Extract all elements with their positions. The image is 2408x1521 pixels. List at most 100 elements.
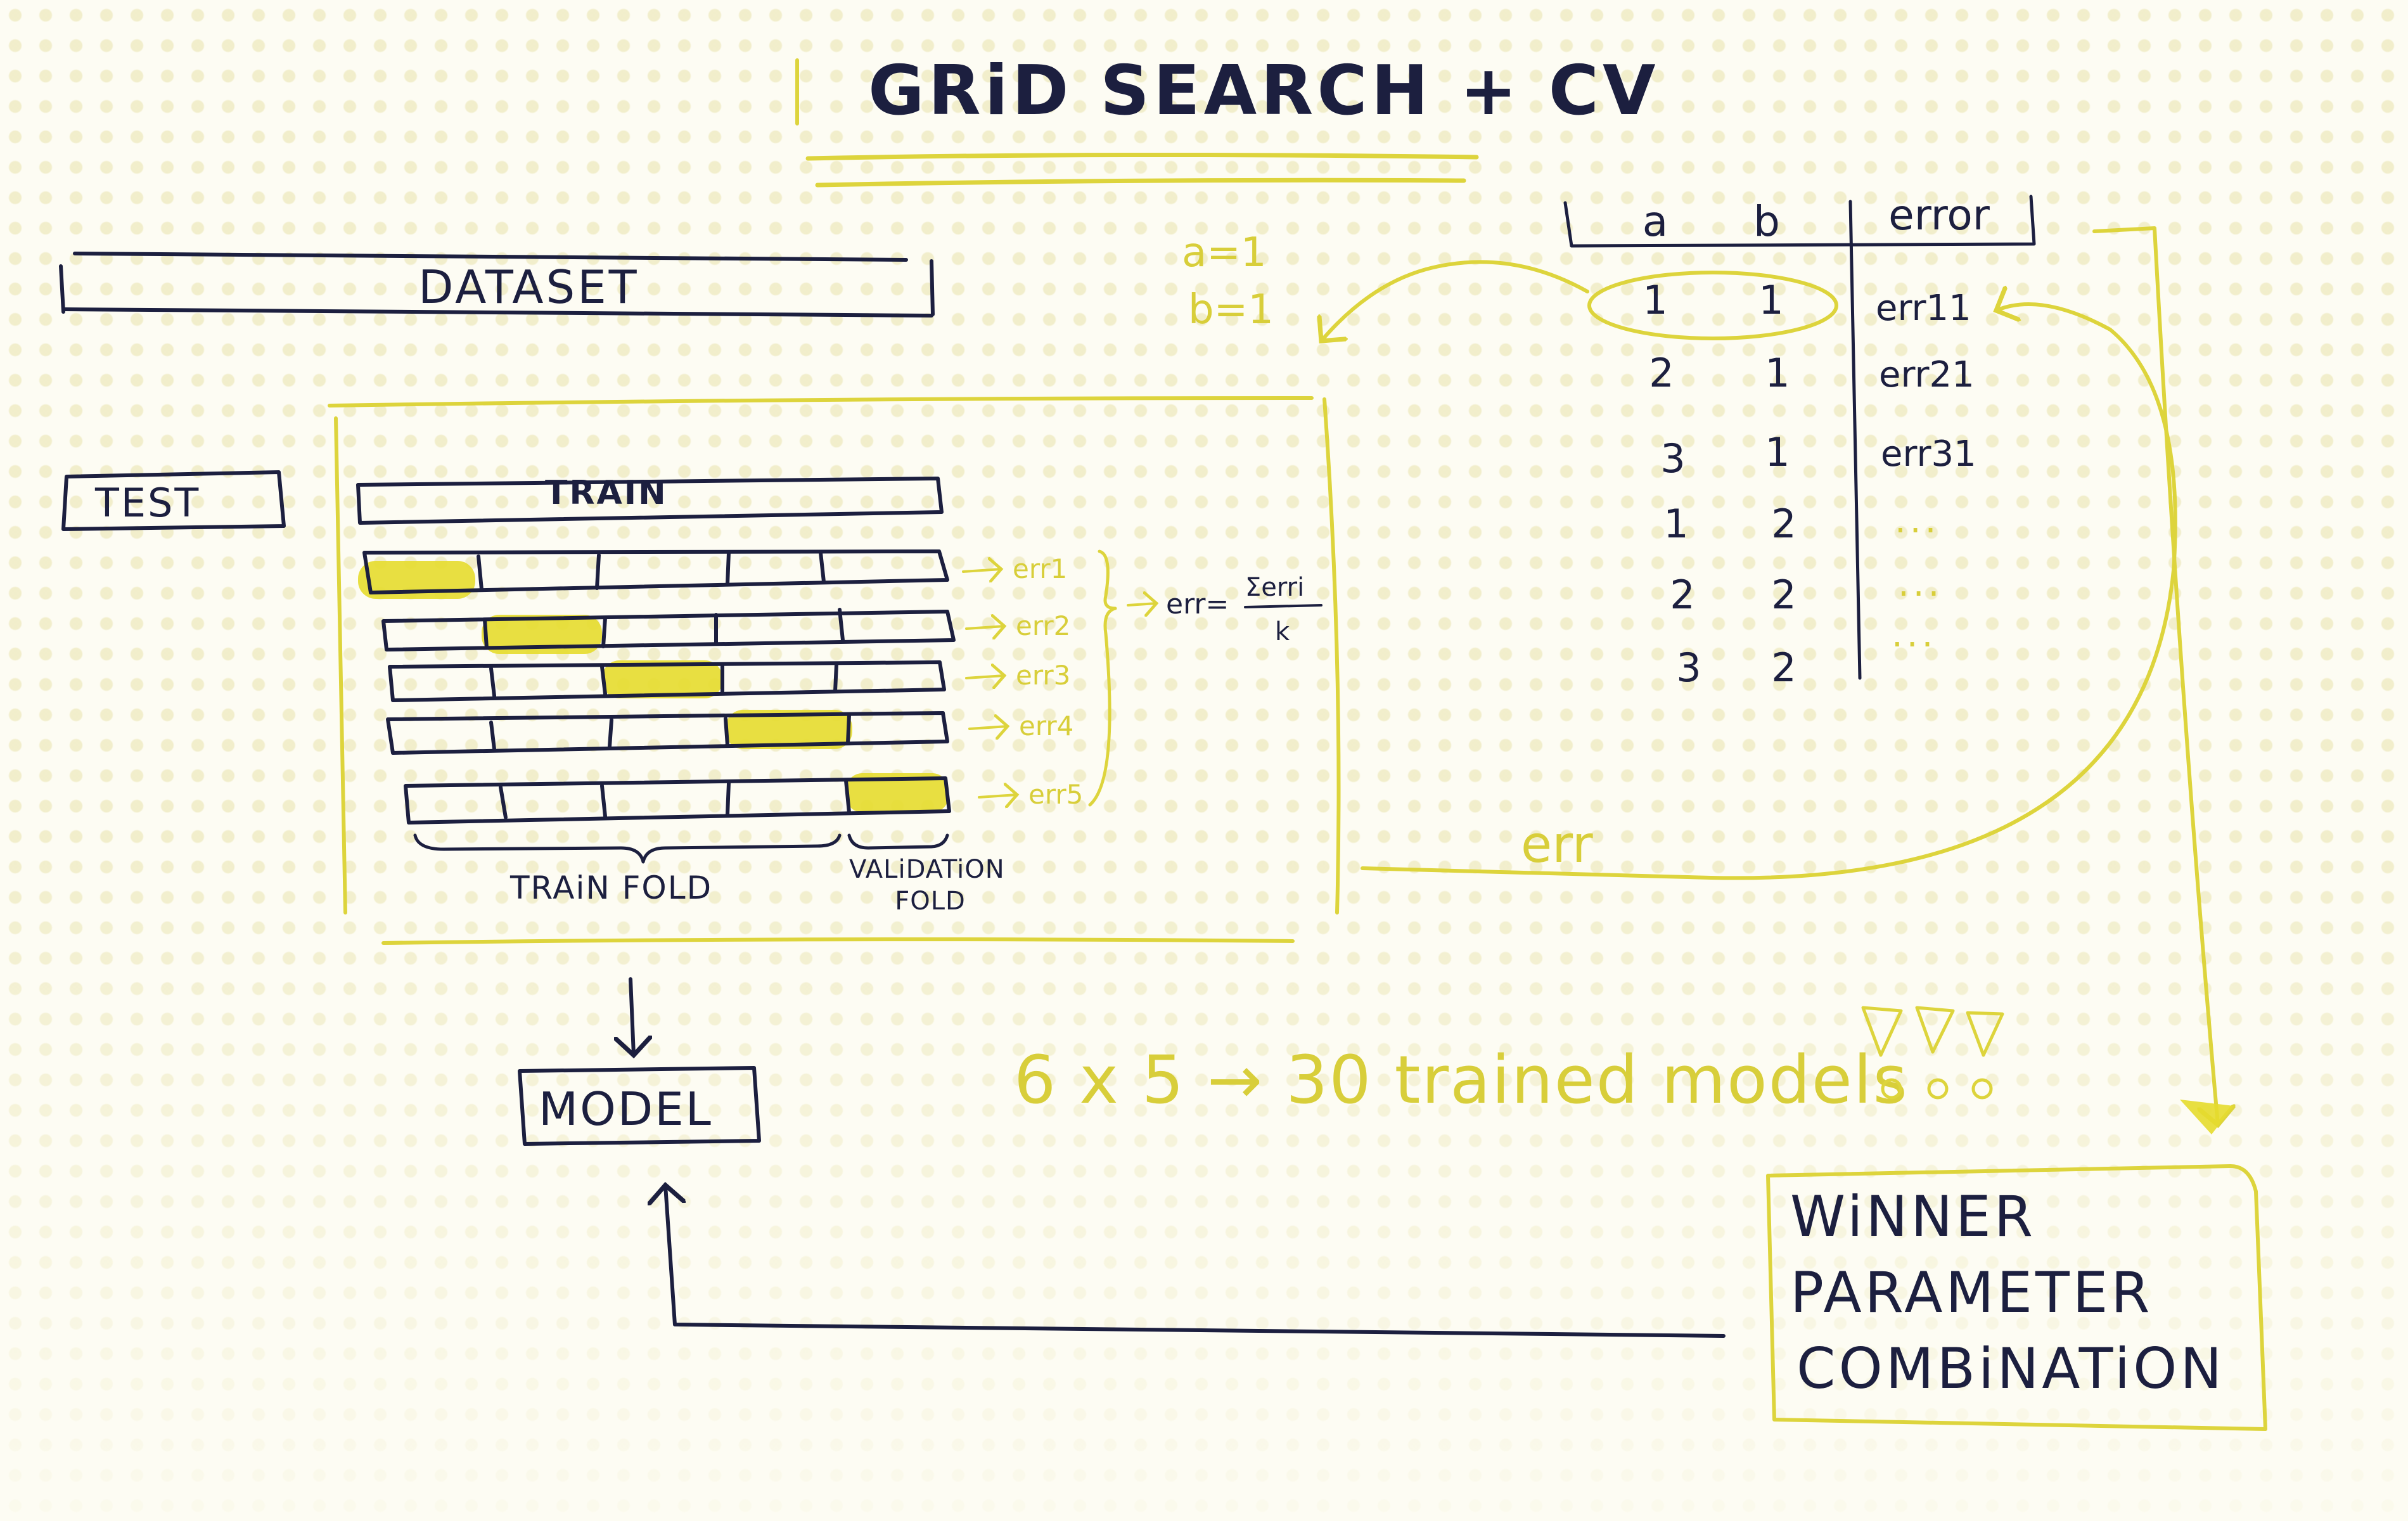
fold-row-1 [358, 549, 949, 599]
test-label: TEST [94, 480, 200, 526]
err1-label: err1 [1013, 553, 1067, 584]
fold-3-outline [388, 660, 946, 702]
row-6-b: 2 [1771, 645, 1796, 691]
row-5-a: 2 [1670, 572, 1694, 618]
exclaim-dot-2 [1927, 1078, 1949, 1100]
train-fold-label: TRAiN FOLD [509, 870, 712, 906]
formula-arrow [1127, 603, 1156, 605]
fold-5-dividers [499, 779, 851, 819]
winner-line-3: COMBiNATiON [1796, 1336, 2225, 1401]
winner-line-2: PARAMETER [1790, 1260, 2153, 1325]
err5-arrow [978, 795, 1017, 797]
fold-1-dividers [477, 551, 826, 591]
validation-fold-bracket [847, 833, 949, 850]
header-error: error [1888, 191, 1990, 240]
dataset-right-edge [930, 259, 935, 316]
validation-highlight-3 [602, 660, 722, 698]
train-box: TRAIN [356, 474, 944, 525]
test-outline [61, 470, 286, 531]
formula-lhs: err= [1166, 588, 1229, 620]
winner-outline [1766, 1164, 2267, 1431]
winner-arrowhead-fill [2180, 1100, 2234, 1134]
fold-row-3 [388, 660, 946, 702]
exclaim-dot-3 [1971, 1078, 1993, 1100]
err3-label: err3 [1016, 660, 1070, 691]
winner-line-1: WiNNER [1790, 1184, 2036, 1249]
row-2-error: err21 [1879, 354, 1975, 395]
fold-errors-brace [1088, 549, 1117, 807]
train-label: TRAIN [545, 474, 668, 512]
table-row: 1 1 err11 [1643, 277, 1971, 329]
err2-label: err2 [1016, 610, 1070, 641]
params-to-cv-arrow [1321, 260, 1589, 341]
trained-models-note: 6 x 5 → 30 trained models [1014, 1006, 2004, 1119]
fold-3-dividers [489, 662, 838, 698]
model-box: MODEL [518, 1066, 761, 1146]
diagram-title: GRiD SEARCH + CV [868, 51, 1660, 131]
formula-numerator: Σerri [1245, 573, 1304, 602]
cv-average-formula: err= Σerri k [1127, 573, 1322, 646]
trained-models-count: 6 x 5 → 30 trained models [1014, 1041, 1909, 1119]
fold-2-dividers [483, 608, 845, 650]
fold-5-outline [404, 776, 951, 825]
header-a: a [1643, 197, 1668, 246]
cv-frame-left [334, 416, 347, 915]
row-5-error: ... [1898, 563, 1943, 605]
table-row: 3 2 ... [1676, 614, 1933, 691]
validation-highlight-2 [482, 615, 602, 654]
row-2-b: 1 [1765, 350, 1790, 396]
title-underline-2 [815, 177, 1466, 188]
fold-row-4 [386, 710, 949, 755]
cv-frame-top [328, 396, 1314, 408]
selected-row-ellipse [1587, 271, 1838, 340]
fold-4-dividers [489, 713, 851, 751]
test-box: TEST [61, 470, 286, 531]
row-1-a: 1 [1643, 277, 1667, 323]
model-label: MODEL [539, 1082, 713, 1136]
dataset-bar: DATASET [59, 252, 935, 318]
winner-to-model-arrow [665, 1185, 1726, 1338]
validation-fold-label-line2: FOLD [895, 887, 966, 916]
dataset-bottom-line [61, 307, 933, 318]
validation-fold-label-line1: VALiDATiON [849, 855, 1005, 884]
row-5-b: 2 [1771, 572, 1796, 618]
param-a-value: a=1 [1182, 229, 1267, 276]
train-outline [356, 477, 944, 525]
err4-label: err4 [1019, 710, 1073, 741]
row-2-a: 2 [1649, 350, 1674, 396]
row-1-error: err11 [1876, 288, 1971, 329]
fold-4-outline [386, 711, 949, 755]
row-3-error: err31 [1881, 433, 1976, 475]
table-row: 3 1 err31 [1660, 429, 1976, 482]
title-underline-1 [805, 152, 1479, 161]
fold-error-arrows: err1 err2 err3 err4 err5 [962, 549, 1117, 810]
cv-frame [328, 396, 1341, 945]
err-loop-label: err [1521, 815, 1593, 874]
model-outline [518, 1066, 761, 1146]
row-3-a: 3 [1660, 435, 1685, 482]
err1-arrow [962, 569, 1001, 572]
dataset-top-line [73, 252, 908, 262]
validation-highlight-4 [726, 710, 852, 749]
winner-box: WiNNER PARAMETER COMBiNATiON [1766, 1164, 2267, 1431]
cv-frame-right [1322, 397, 1341, 915]
grid-table: a b error 1 1 err11 2 1 err21 3 1 err31 … [1563, 191, 2036, 691]
err2-arrow [965, 626, 1004, 629]
err3-arrow [965, 676, 1004, 678]
table-error-divider [1848, 200, 1862, 680]
row-1-b: 1 [1758, 277, 1783, 323]
err5-label: err5 [1028, 779, 1083, 810]
validation-highlight-5 [846, 773, 949, 812]
exclaim-dot-1 [1881, 1078, 1902, 1100]
fold-2-outline [381, 610, 956, 651]
table-row: 1 2 ... [1663, 500, 1936, 547]
fold-row-5 [404, 773, 951, 825]
row-3-b: 1 [1765, 429, 1790, 475]
param-b-value: b=1 [1188, 286, 1274, 333]
formula-fraction-bar [1244, 604, 1322, 608]
row-4-b: 2 [1771, 501, 1796, 547]
err4-arrow [968, 726, 1008, 729]
table-header-frame [1563, 195, 2036, 248]
